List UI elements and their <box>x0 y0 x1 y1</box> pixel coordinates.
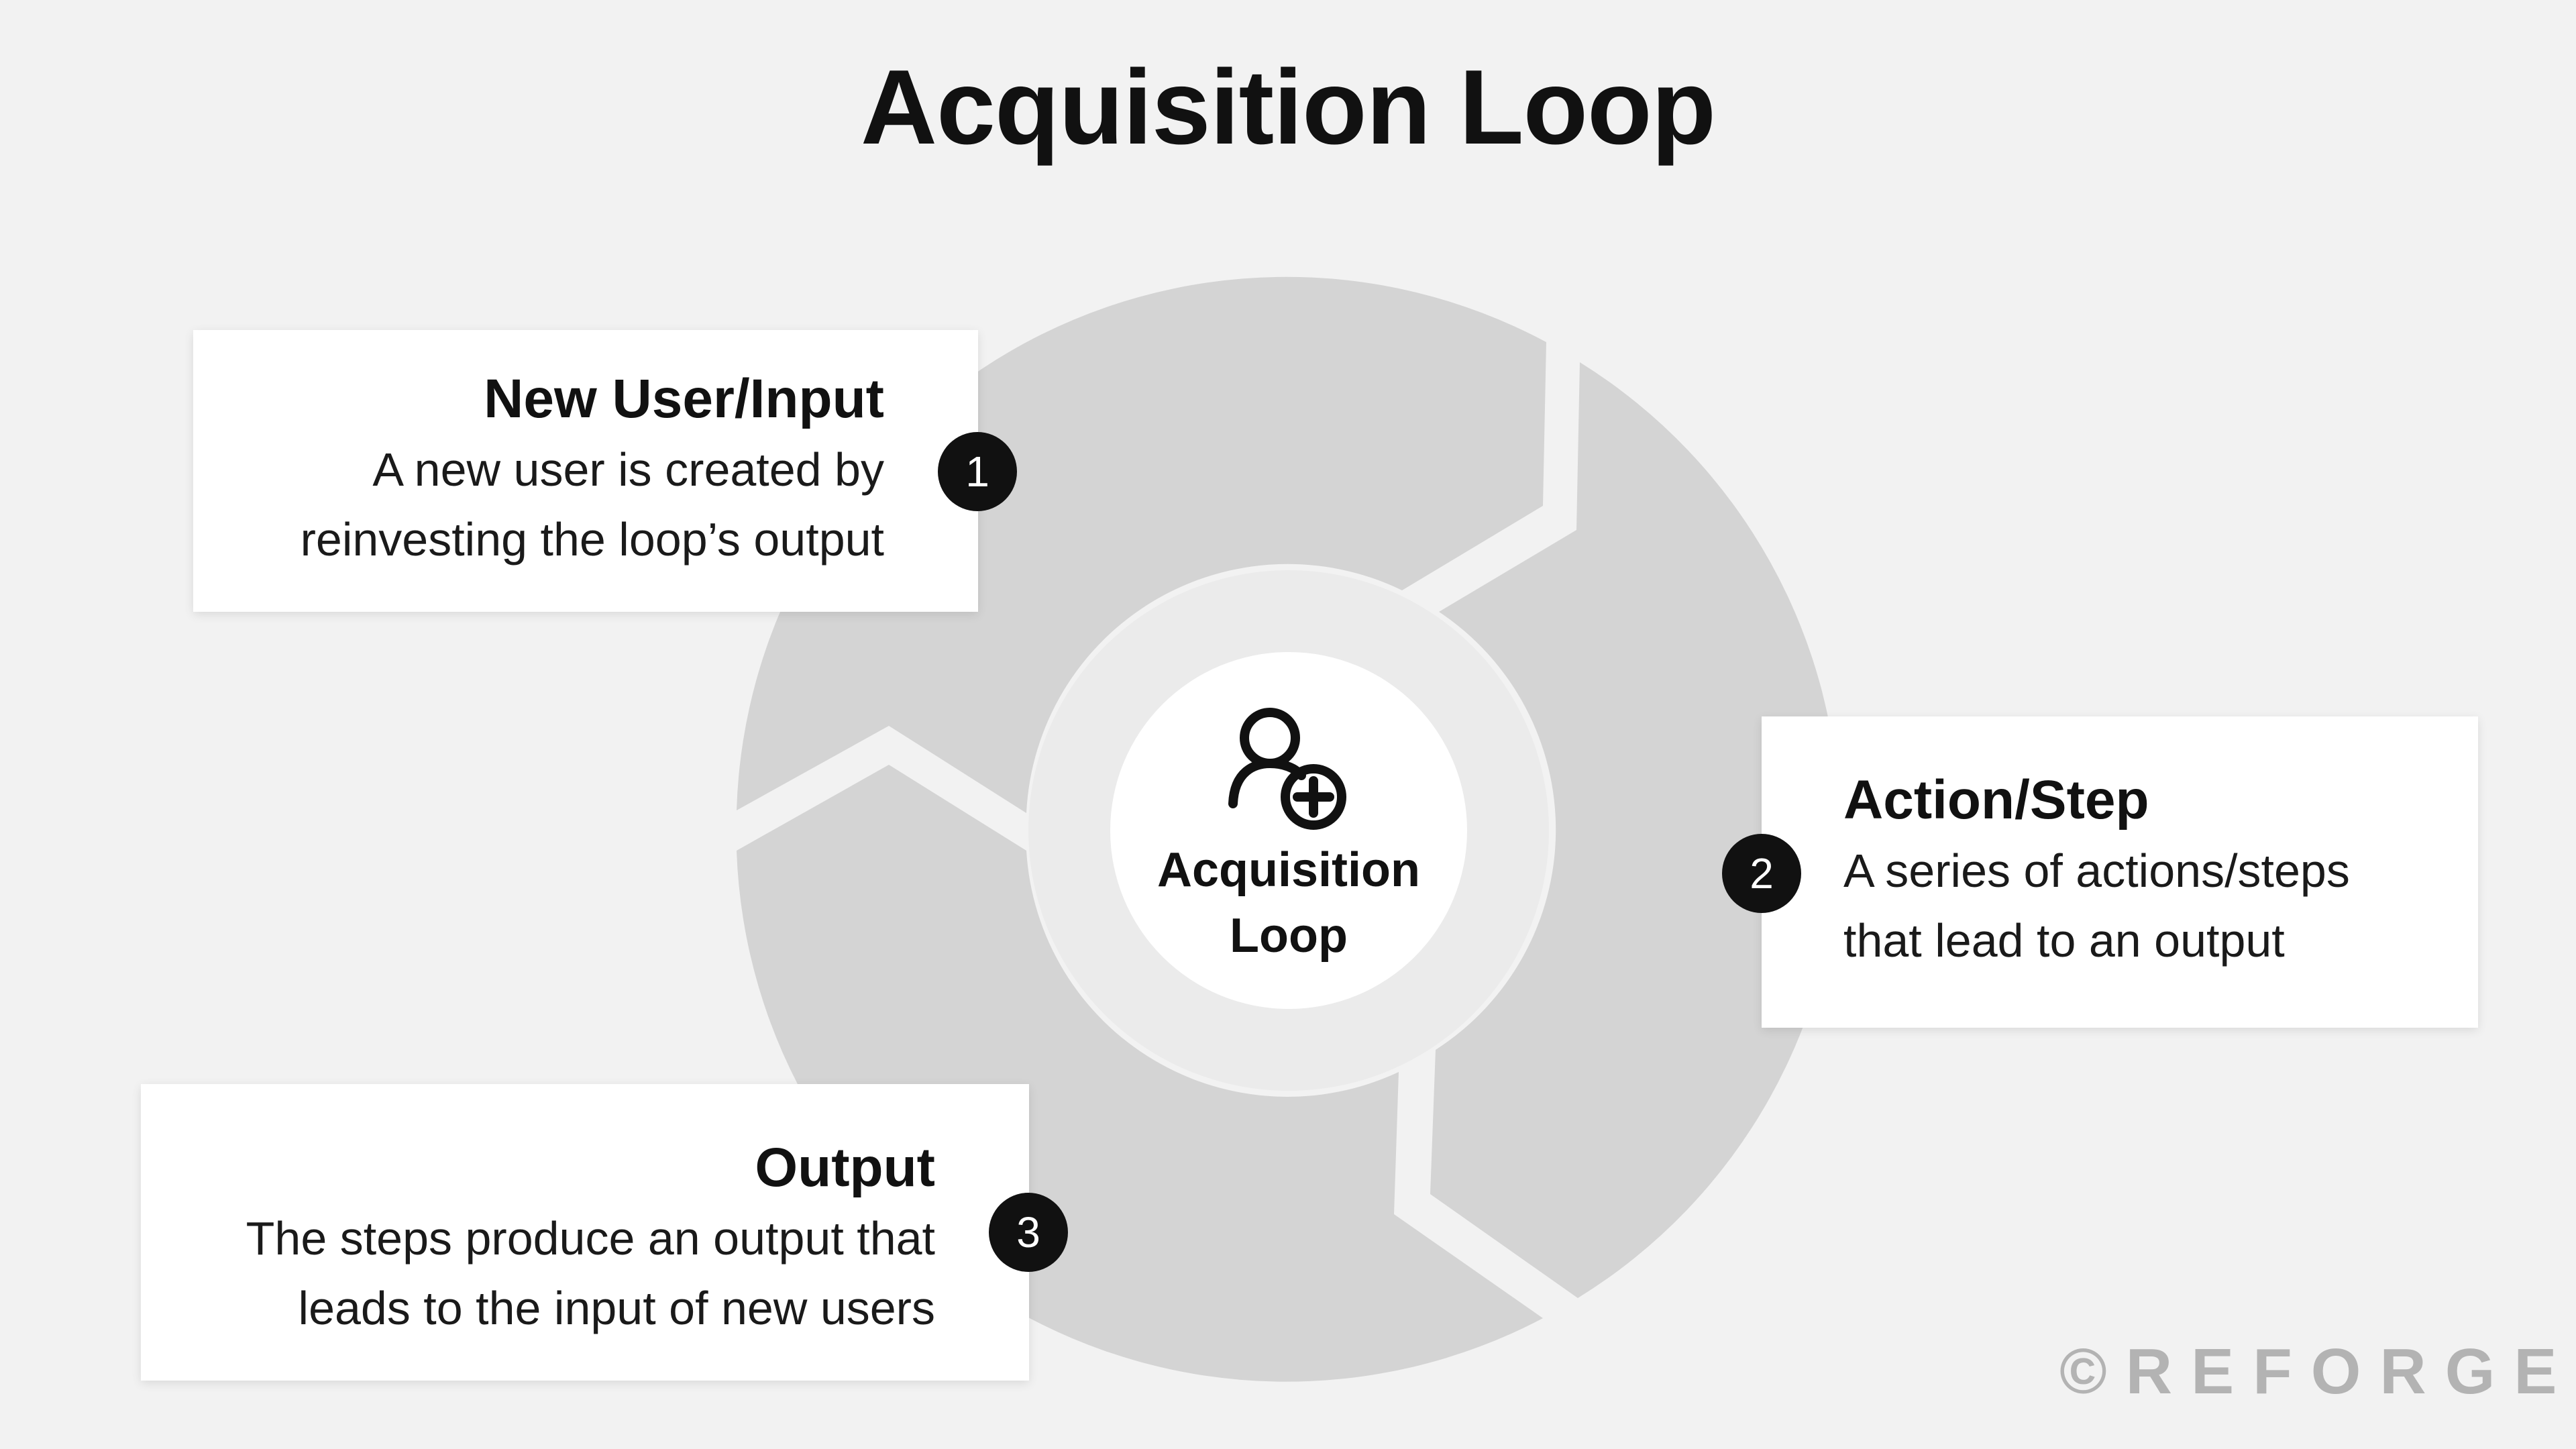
step-description-line1: A series of actions/steps <box>1843 845 2350 897</box>
step-description-line1: The steps produce an output that <box>246 1212 935 1265</box>
step-card-output: Output The steps produce an output that … <box>141 1084 1029 1381</box>
step-card-action: Action/Step A series of actions/steps th… <box>1762 716 2478 1028</box>
user-add-icon <box>1228 708 1346 830</box>
step-title: Action/Step <box>1843 769 2149 830</box>
step-description-line2: that lead to an output <box>1843 914 2285 967</box>
step-title: New User/Input <box>484 368 884 429</box>
page-title: Acquisition Loop <box>860 48 1716 166</box>
center-label: Acquisition Loop <box>1108 837 1470 969</box>
center-label-line2: Loop <box>1230 909 1348 963</box>
step-title: Output <box>755 1137 935 1198</box>
step-number-badge: 2 <box>1722 834 1801 913</box>
reforge-watermark: ©REFORGE <box>2059 1336 2576 1407</box>
center-label-line1: Acquisition <box>1157 843 1420 897</box>
step-number-badge: 1 <box>938 432 1017 511</box>
ring-segment-action <box>1430 362 1840 1298</box>
step-description-line2: reinvesting the loop’s output <box>300 513 884 566</box>
step-number-badge: 3 <box>989 1193 1068 1272</box>
step-description-line1: A new user is created by <box>372 443 884 496</box>
step-card-new-user: New User/Input A new user is created by … <box>193 330 978 612</box>
center-disc <box>1110 652 1467 1009</box>
step-description-line2: leads to the input of new users <box>298 1282 935 1334</box>
